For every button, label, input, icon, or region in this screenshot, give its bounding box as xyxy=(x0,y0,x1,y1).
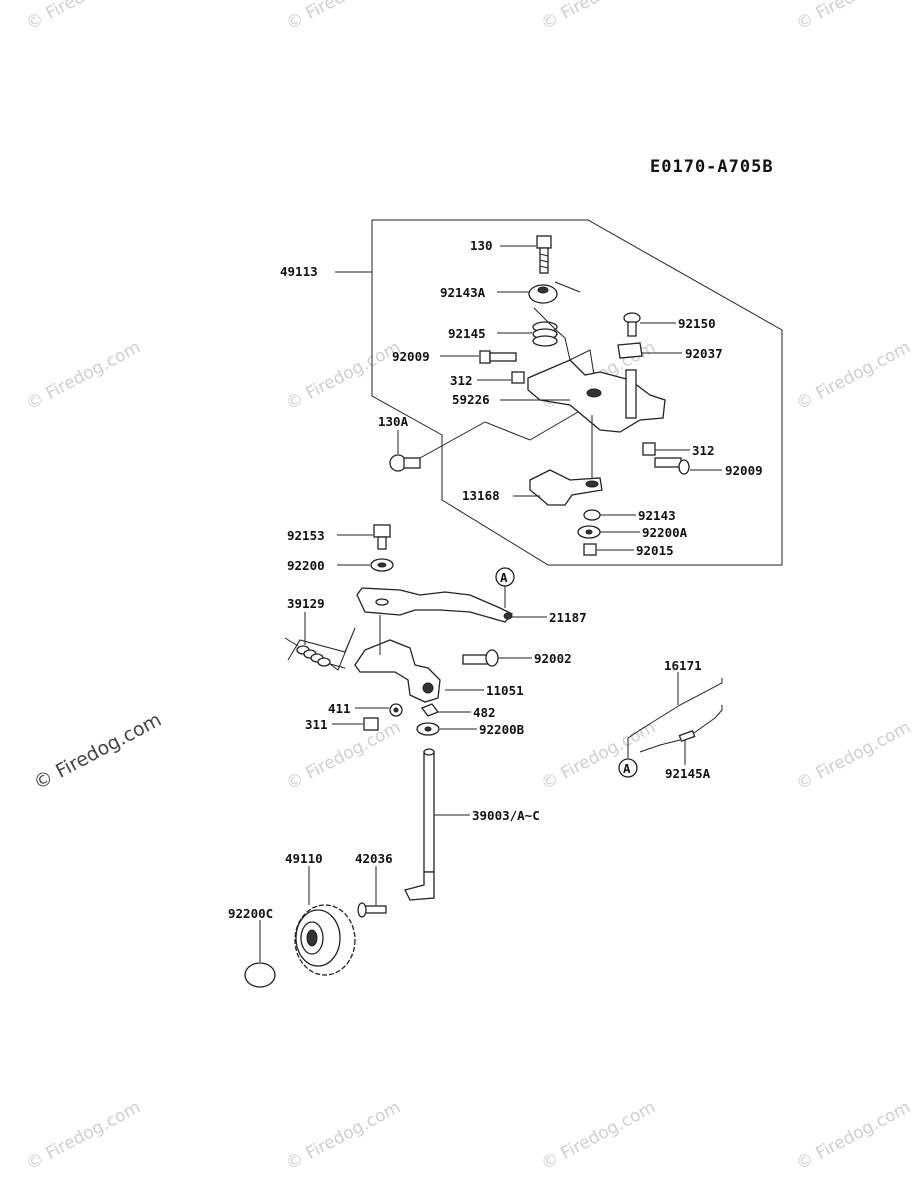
pin-42036 xyxy=(357,902,387,918)
diagram-code: E0170-A705B xyxy=(650,157,774,177)
label-92200a: 92200A xyxy=(642,525,688,540)
washer-92200B xyxy=(416,722,440,736)
label-21187: 21187 xyxy=(549,610,587,625)
label-49113: 49113 xyxy=(280,264,318,279)
label-482: 482 xyxy=(473,705,496,720)
shaft-39003 xyxy=(404,748,435,901)
nut-311 xyxy=(363,717,379,731)
washer-92200A xyxy=(577,525,601,539)
label-92153: 92153 xyxy=(287,528,325,543)
bolt-92150 xyxy=(623,312,641,337)
clip-92037 xyxy=(617,342,643,359)
rod-16171 xyxy=(627,678,723,758)
label-312-upper: 312 xyxy=(450,373,473,388)
watermark: © Firedog.com xyxy=(283,337,404,414)
part-labels: 130 49113 92143A 92150 92145 92037 92009… xyxy=(228,238,763,921)
watermark: © Firedog.com xyxy=(793,1097,914,1174)
spring-92145 xyxy=(532,321,558,347)
bolt-92009-upper xyxy=(479,350,517,364)
spring-92145A xyxy=(639,705,723,753)
watermark: © Firedog.com xyxy=(283,717,404,794)
spring-39129 xyxy=(284,637,346,669)
watermark: © Firedog.com xyxy=(793,0,914,34)
lever-11051 xyxy=(354,615,441,703)
label-92200c: 92200C xyxy=(228,906,273,921)
label-130: 130 xyxy=(470,238,493,253)
clip-482 xyxy=(420,703,440,717)
washer-92143 xyxy=(583,509,601,521)
watermark: © Firedog.com xyxy=(283,1097,404,1174)
gear-49110 xyxy=(294,904,356,976)
plate-13168 xyxy=(529,469,603,506)
label-312-lower: 312 xyxy=(692,443,715,458)
watermark: © Firedog.com xyxy=(23,1097,144,1174)
bolt-92009-lower xyxy=(654,457,690,475)
nut-312-lower xyxy=(642,442,656,456)
arm-21187 xyxy=(356,587,514,623)
label-411: 411 xyxy=(328,701,351,716)
bolt-92002 xyxy=(462,649,499,667)
label-92002: 92002 xyxy=(534,651,572,666)
watermark: © Firedog.com xyxy=(793,717,914,794)
callout-a-circle-lower xyxy=(618,758,638,778)
watermark: © Firedog.com xyxy=(538,0,659,34)
label-39129: 39129 xyxy=(287,596,325,611)
washer-92200 xyxy=(370,558,394,572)
bolt-130A xyxy=(389,454,421,472)
nut-92015 xyxy=(583,543,597,556)
label-92200b: 92200B xyxy=(479,722,525,737)
watermark: © Firedog.com xyxy=(23,337,144,414)
nut-312-upper xyxy=(511,371,525,384)
label-92009-lower: 92009 xyxy=(725,463,763,478)
label-92150: 92150 xyxy=(678,316,716,331)
label-92037: 92037 xyxy=(685,346,723,361)
watermark-layer: © Firedog.com © Firedog.com © Firedog.co… xyxy=(23,0,914,1174)
label-92009-upper: 92009 xyxy=(392,349,430,364)
label-92015: 92015 xyxy=(636,543,674,558)
watermark: © Firedog.com xyxy=(283,0,404,34)
watermark-main: © Firedog.com xyxy=(30,709,165,795)
label-311: 311 xyxy=(305,717,328,732)
label-92200: 92200 xyxy=(287,558,325,573)
washer-92200C xyxy=(244,962,276,988)
watermark: © Firedog.com xyxy=(538,1097,659,1174)
bolt-92153 xyxy=(373,524,391,550)
collar-92143A xyxy=(528,284,558,304)
label-92145a: 92145A xyxy=(665,766,711,781)
label-16171: 16171 xyxy=(664,658,702,673)
label-13168: 13168 xyxy=(462,488,500,503)
label-49110: 49110 xyxy=(285,851,323,866)
bolt-130 xyxy=(536,235,552,274)
label-39003: 39003/A~C xyxy=(472,808,540,823)
label-42036: 42036 xyxy=(355,851,393,866)
label-130a: 130A xyxy=(378,414,409,429)
label-11051: 11051 xyxy=(486,683,524,698)
callout-a-lower: A xyxy=(623,761,631,776)
label-92143: 92143 xyxy=(638,508,676,523)
callout-a: A xyxy=(500,570,508,585)
label-59226: 59226 xyxy=(452,392,490,407)
label-92143a: 92143A xyxy=(440,285,486,300)
washer-411 xyxy=(389,703,403,717)
watermark: © Firedog.com xyxy=(23,0,144,34)
callout-a-circle xyxy=(495,567,515,587)
bracket-59226 xyxy=(527,359,666,433)
assembly-outline xyxy=(371,219,783,566)
label-92145: 92145 xyxy=(448,326,486,341)
watermark: © Firedog.com xyxy=(793,337,914,414)
